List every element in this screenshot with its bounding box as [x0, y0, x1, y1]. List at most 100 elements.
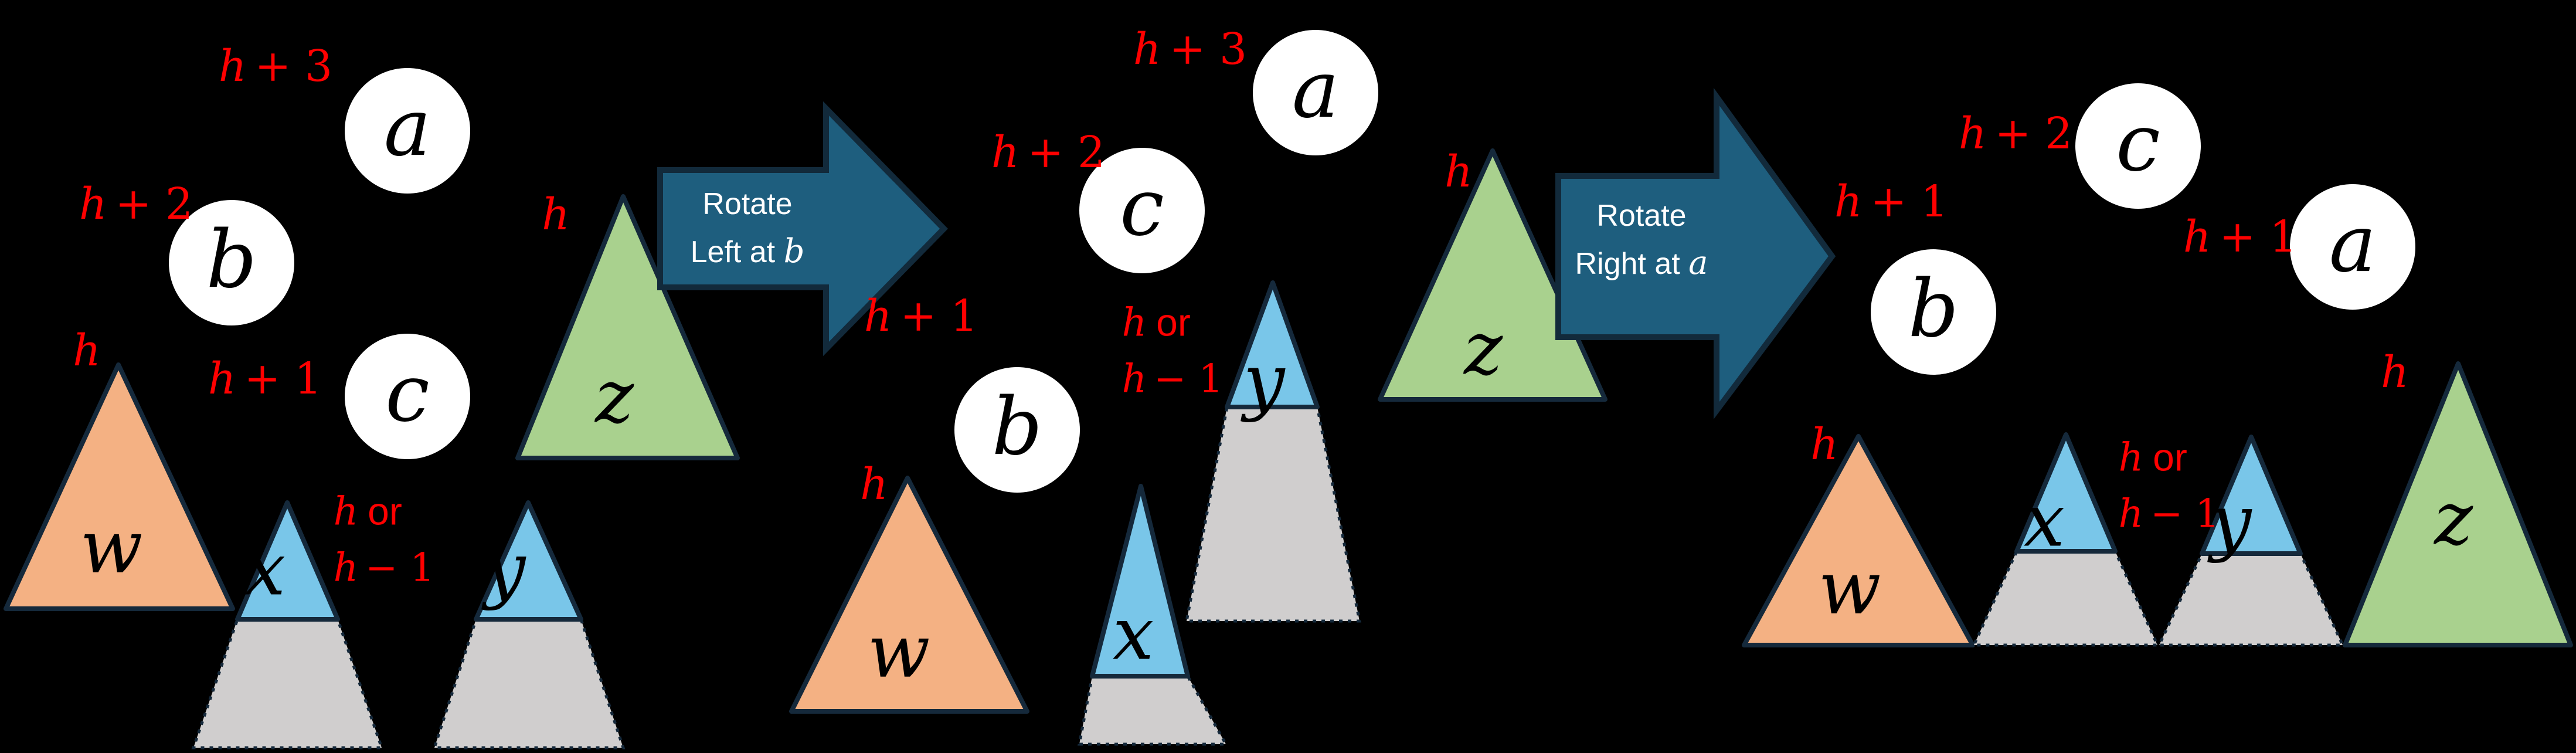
height-option-2: h− 1: [1122, 351, 1224, 407]
node-a-circle: [345, 68, 470, 194]
height-var: h: [208, 354, 236, 404]
arrow-line-1: Rotate: [691, 181, 805, 227]
height-var: h: [333, 489, 359, 534]
height-var: h: [79, 179, 107, 229]
subtree-w-triangle: [1742, 434, 1975, 647]
height-var: h: [2381, 347, 2409, 398]
height-var: h: [1958, 108, 1987, 159]
height-label-w: h: [73, 329, 101, 372]
subtree-x-label: x: [244, 527, 286, 612]
arrow-line-2: Right at a: [1575, 239, 1708, 288]
subtree-w-label: w: [1818, 545, 1881, 631]
node-c-label: c: [1120, 161, 1164, 254]
height-term: + 3: [1169, 24, 1248, 74]
height-var: h: [2118, 435, 2144, 480]
height-var: h: [1122, 356, 1147, 401]
height-label-a: h+ 3: [1133, 28, 1247, 71]
subtree-z-triangle: [2343, 361, 2573, 647]
subtree-x-blue-triangle: [235, 500, 340, 622]
subtree-y-gray-extension: [432, 618, 626, 749]
rotate-right-arrow: [1555, 87, 1836, 420]
node-a-label: a: [1292, 43, 1340, 136]
arrow-word: Left at: [690, 235, 784, 269]
height-label-b: h+ 2: [79, 182, 193, 226]
height-term: + 3: [254, 41, 333, 91]
subtree-z-triangle: [515, 194, 740, 460]
height-var: h: [1810, 419, 1838, 470]
height-label-c: h+ 1: [208, 357, 322, 401]
subtree-y-label: y: [484, 527, 526, 612]
node-a-circle: [2290, 184, 2415, 310]
height-label-z: h: [1445, 150, 1473, 194]
height-label-b: h+ 1: [1834, 180, 1948, 223]
subtree-y-gray-extension: [1184, 405, 1362, 623]
subtree-y-blue-triangle: [474, 500, 583, 622]
height-var: h: [1122, 300, 1147, 345]
node-a-circle: [1253, 30, 1378, 155]
subtree-z-triangle: [1378, 148, 1608, 402]
subtree-x-gray-extension: [1972, 550, 2160, 647]
node-b-label: b: [991, 381, 1043, 473]
height-label-c: h+ 2: [991, 131, 1105, 174]
or-word: or: [368, 489, 402, 533]
subtree-x-gray-extension: [1077, 674, 1229, 746]
subtree-x-label: x: [2023, 478, 2065, 564]
height-var: h: [991, 127, 1019, 178]
node-c-circle: [2075, 83, 2201, 209]
node-b-label: b: [206, 213, 257, 306]
height-label-w: h: [860, 463, 888, 506]
height-term: + 1: [244, 354, 322, 404]
arrow-line-1: Rotate: [1575, 193, 1708, 239]
subtree-x-blue-triangle: [2014, 432, 2118, 554]
subtree-w-label: w: [867, 609, 930, 694]
height-var: h: [333, 545, 359, 590]
height-option-2: h− 1: [334, 540, 435, 596]
node-b-circle: [169, 200, 294, 325]
tree-balanced-shapes: [1742, 83, 2573, 647]
arrow-target-node: b: [783, 232, 805, 270]
subtree-w-triangle: [789, 476, 1029, 714]
height-var: h: [218, 41, 247, 91]
height-label-z: h: [542, 193, 570, 236]
height-label-b: h+ 1: [864, 294, 978, 338]
subtree-x-blue-triangle: [1090, 484, 1190, 679]
height-term: + 1: [2219, 212, 2298, 262]
subtree-z-label: z: [595, 354, 634, 440]
tree-after-left-rotation-shapes: [789, 30, 1608, 746]
height-term: + 1: [1870, 177, 1949, 227]
arrow-word: Right at: [1575, 247, 1689, 281]
height-var: h: [864, 291, 892, 341]
height-label-z: h: [2381, 351, 2409, 394]
height-term: − 1: [1154, 356, 1224, 401]
height-term: + 2: [115, 179, 193, 229]
height-var: h: [1133, 24, 1161, 74]
node-c-label: c: [2116, 97, 2160, 189]
tree-initial-shapes: [4, 68, 740, 749]
height-term: − 1: [2150, 491, 2220, 536]
node-a-label: a: [383, 82, 431, 174]
height-term: + 2: [1994, 108, 2073, 159]
node-b-circle: [954, 367, 1080, 493]
height-term: − 1: [365, 545, 435, 590]
subtree-y-blue-triangle: [1225, 280, 1320, 409]
node-c-label: c: [385, 347, 430, 440]
height-label-c: h+ 2: [1959, 112, 2072, 155]
height-var: h: [542, 189, 570, 240]
subtree-z-label: z: [1464, 306, 1503, 392]
height-var: h: [1445, 147, 1473, 197]
or-word: or: [2153, 435, 2187, 479]
subtree-w-label: w: [80, 504, 143, 590]
height-var: h: [1834, 177, 1863, 227]
subtree-z-label: z: [2434, 476, 2473, 562]
subtree-x-gray-extension: [191, 618, 384, 749]
node-c-circle: [1079, 148, 1205, 273]
arrow-word: Rotate: [702, 187, 793, 221]
height-var: h: [2183, 212, 2211, 262]
node-b-circle: [1871, 249, 1996, 375]
or-word: or: [1156, 300, 1191, 344]
